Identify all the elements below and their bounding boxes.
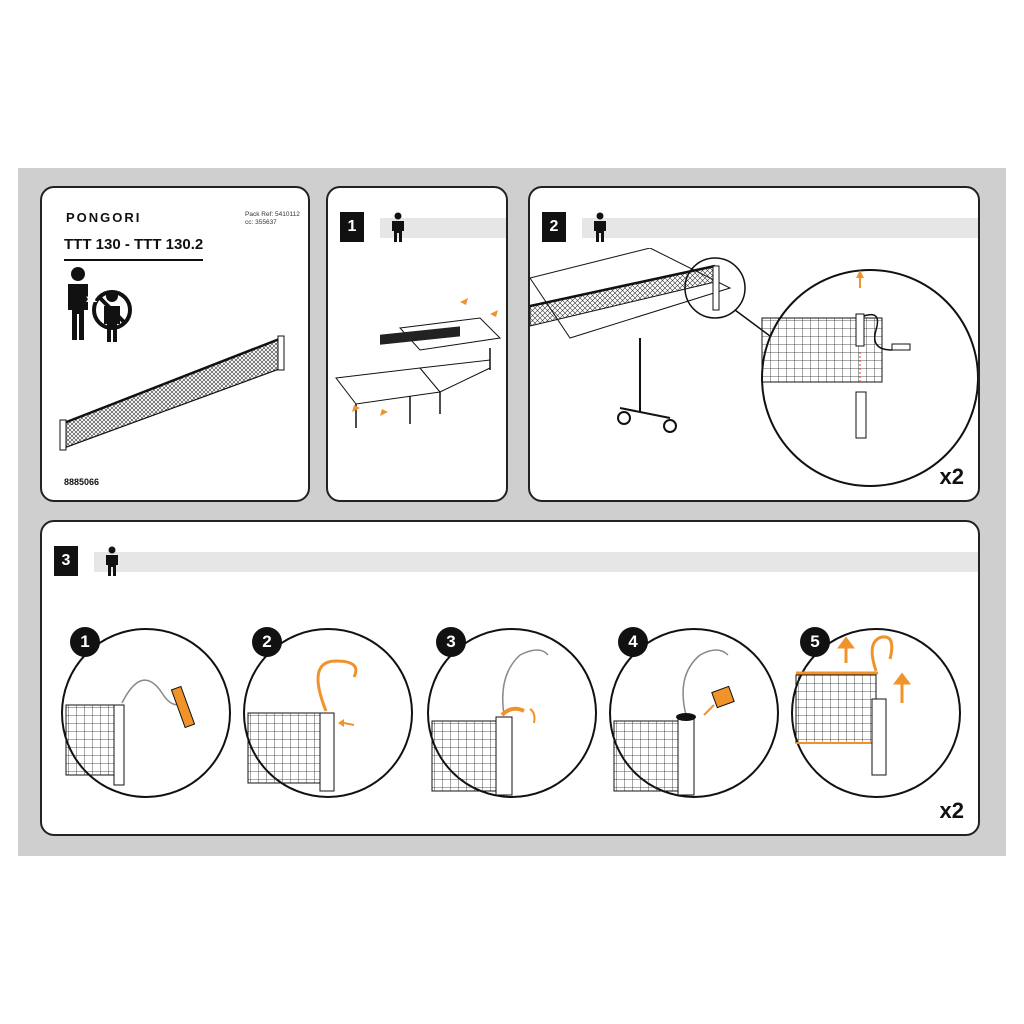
- step-1-panel: 1: [326, 186, 508, 502]
- person-icon: [106, 546, 118, 576]
- pack-ref-line: Pack Ref: 5410112: [245, 211, 300, 218]
- step-band: [582, 218, 978, 238]
- step-band: [94, 552, 978, 572]
- person-icon: [594, 212, 606, 242]
- step-2-panel: 2: [528, 186, 980, 502]
- step-number: 1: [340, 212, 364, 242]
- cover-panel: PONGORI TTT 130 - TTT 130.2 Pack Ref: 54…: [40, 186, 310, 502]
- substep-number: 2: [252, 627, 282, 657]
- substep-number: 4: [618, 627, 648, 657]
- step-3-header: 3: [54, 546, 978, 576]
- model-title: TTT 130 - TTT 130.2: [64, 236, 204, 261]
- substep-3-illustration: [427, 628, 597, 798]
- substep-5: 5: [790, 627, 962, 799]
- table-net-illustration: [530, 248, 978, 487]
- substep-2: 2: [242, 627, 414, 799]
- substep-3: 3: [426, 627, 598, 799]
- step-number: 3: [54, 546, 78, 576]
- substep-number: 3: [436, 627, 466, 657]
- step-1-header: 1: [340, 212, 506, 242]
- one-adult-no-children-icon: [68, 267, 132, 342]
- net-illustration: [59, 335, 285, 451]
- persons-count: x1: [86, 294, 98, 305]
- person-icon: [392, 212, 404, 242]
- substep-number: 5: [800, 627, 830, 657]
- step-2-header: 2: [542, 212, 978, 242]
- substep-1: 1: [60, 627, 232, 799]
- substep-4-illustration: [609, 628, 779, 798]
- pack-reference: Pack Ref: 5410112 cc: 355637: [245, 211, 300, 227]
- substep-number: 1: [70, 627, 100, 657]
- brand-name: PONGORI: [66, 210, 142, 225]
- table-unfold-illustration: [335, 298, 502, 428]
- multiplier-label: x2: [939, 798, 964, 823]
- substep-4: 4: [608, 627, 780, 799]
- instruction-sheet: PONGORI TTT 130 - TTT 130.2 Pack Ref: 54…: [18, 168, 1006, 856]
- product-code: 8885066: [64, 477, 100, 487]
- step-3-panel: 3 1 2: [40, 520, 980, 836]
- step-number: 2: [542, 212, 566, 242]
- substep-5-illustration: [791, 628, 961, 798]
- multiplier-label: x2: [939, 464, 964, 489]
- pack-cc-line: cc: 355637: [245, 219, 277, 226]
- step-band: [380, 218, 506, 238]
- substep-1-illustration: [61, 628, 231, 798]
- substep-2-illustration: [243, 628, 413, 798]
